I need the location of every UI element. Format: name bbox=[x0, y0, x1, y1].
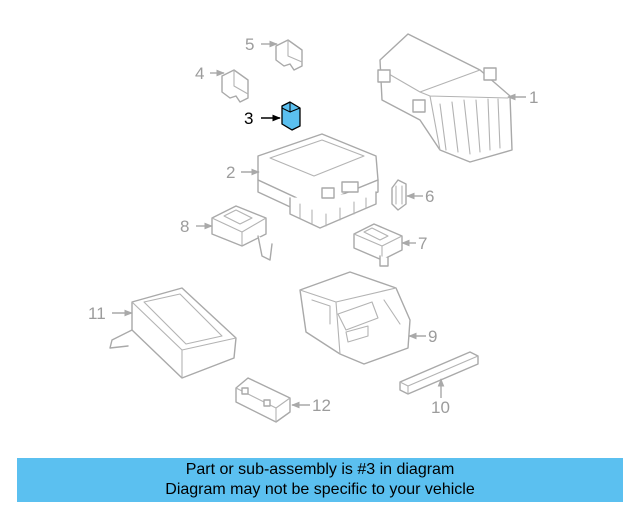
parts-diagram: 1 2 3 4 5 6 7 bbox=[88, 33, 538, 423]
part-1-fuse-box-cover[interactable] bbox=[377, 33, 513, 163]
info-banner: Part or sub-assembly is #3 in diagram Di… bbox=[17, 458, 623, 502]
callout-12: 12 bbox=[312, 396, 331, 415]
callout-11: 11 bbox=[88, 304, 106, 323]
banner-line-1: Part or sub-assembly is #3 in diagram bbox=[185, 461, 455, 478]
callout-10: 10 bbox=[431, 398, 450, 417]
callout-6: 6 bbox=[425, 187, 434, 206]
callout-2: 2 bbox=[226, 163, 235, 182]
part-6-fuse[interactable] bbox=[391, 179, 407, 211]
part-7-relay-block[interactable] bbox=[353, 223, 403, 267]
part-5-clip[interactable] bbox=[275, 39, 303, 71]
callout-9: 9 bbox=[428, 327, 437, 346]
part-11-lower-tray[interactable] bbox=[109, 287, 237, 379]
callout-7: 7 bbox=[418, 234, 427, 253]
banner-line-2: Diagram may not be specific to your vehi… bbox=[165, 481, 475, 498]
part-2-fuse-box-frame[interactable] bbox=[257, 133, 379, 229]
callout-3: 3 bbox=[244, 109, 253, 128]
callout-1: 1 bbox=[529, 88, 538, 107]
part-8-connector[interactable] bbox=[211, 205, 273, 261]
part-4-bracket[interactable] bbox=[221, 69, 249, 103]
callout-5: 5 bbox=[245, 35, 254, 54]
part-12-small-block[interactable] bbox=[235, 377, 291, 423]
callout-8: 8 bbox=[180, 217, 189, 236]
callout-4: 4 bbox=[195, 64, 204, 83]
part-3-relay[interactable] bbox=[281, 101, 301, 131]
part-9-lower-housing[interactable] bbox=[299, 271, 411, 365]
part-10-rail[interactable] bbox=[399, 351, 479, 395]
